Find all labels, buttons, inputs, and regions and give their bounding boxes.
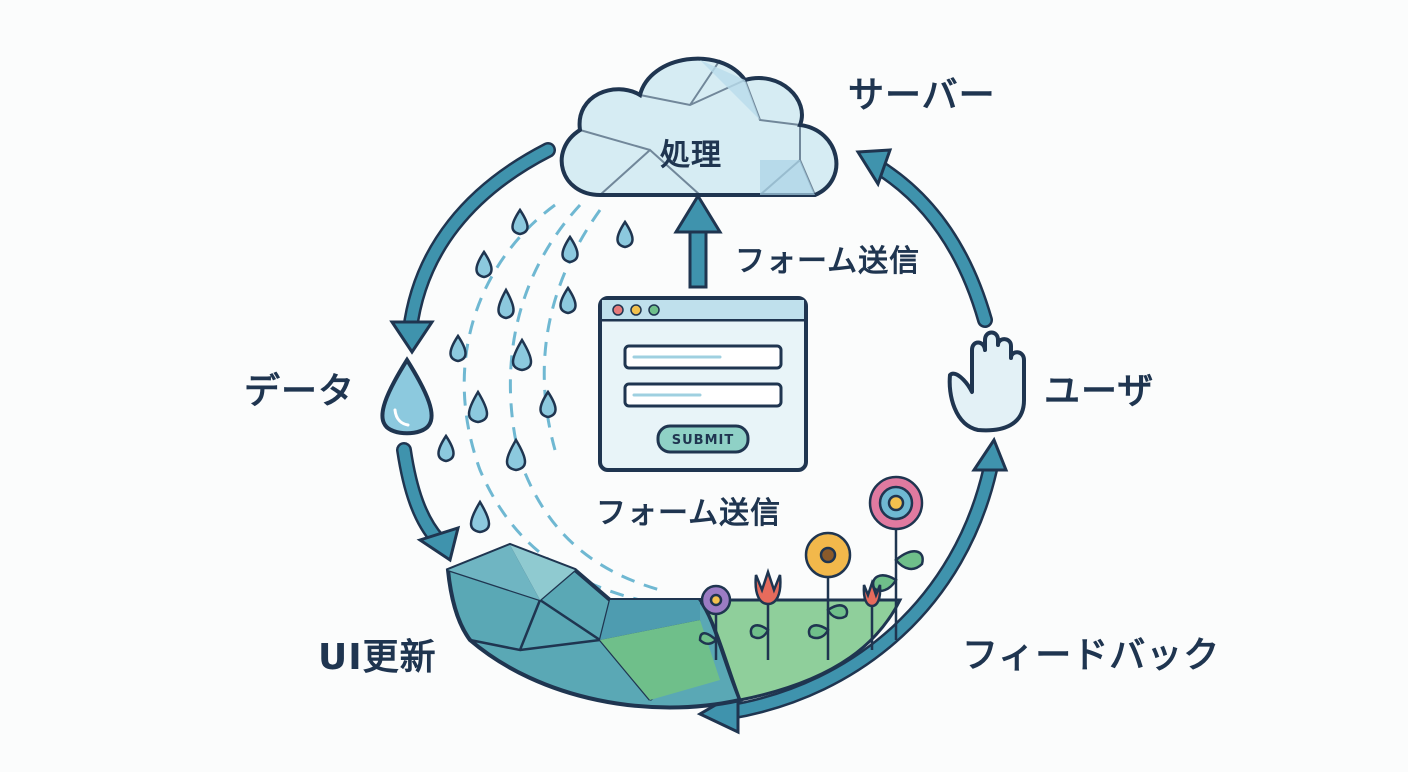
landscape-icon <box>445 542 903 710</box>
water-drops <box>437 207 634 534</box>
tulip-icon <box>754 568 782 606</box>
sunflower-icon <box>804 531 852 579</box>
form-field-2 <box>623 382 783 408</box>
arrowhead-ui <box>416 525 461 563</box>
browser-form-icon: SUBMIT <box>598 296 808 472</box>
arrowhead-user <box>971 436 1009 472</box>
label-form-submit-top: フォーム送信 <box>735 244 921 279</box>
label-feedback: フィードバック <box>962 635 1221 676</box>
label-processing: 処理 <box>660 138 722 173</box>
label-server: サーバー <box>848 75 996 116</box>
big-flower-icon <box>868 475 924 531</box>
label-data: データ <box>244 371 356 412</box>
submit-label: SUBMIT <box>672 433 734 448</box>
hand-icon <box>947 330 1026 433</box>
flowers <box>698 475 924 660</box>
arrow-form-to-cloud <box>673 193 723 289</box>
submit-button <box>656 424 750 454</box>
label-form-submit-bottom: フォーム送信 <box>596 496 782 531</box>
arrowhead-server <box>855 148 893 188</box>
label-ui-update: UI更新 <box>318 637 437 678</box>
arrowhead-data <box>389 320 435 355</box>
water-drop-icon <box>511 207 529 236</box>
flower-icon <box>700 584 732 616</box>
data-drop-icon <box>380 356 434 436</box>
cloud-icon <box>559 56 839 197</box>
label-user: ユーザ <box>1044 371 1155 412</box>
cycle-arrows <box>389 142 1009 735</box>
small-tulip-icon <box>862 579 882 608</box>
